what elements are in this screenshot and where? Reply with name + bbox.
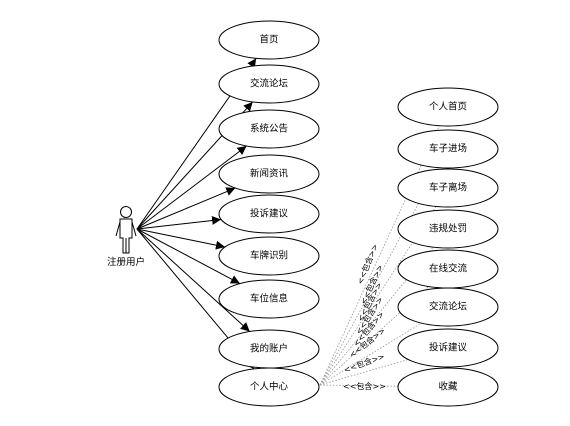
- use-case-label: 投诉建议: [429, 342, 468, 354]
- actor-right-arm: [131, 221, 137, 237]
- use-case-label: 收藏: [438, 381, 458, 393]
- use-case-ellipse: [218, 279, 320, 319]
- actor-head: [120, 206, 132, 218]
- included-use-case-p_home[interactable]: 个人首页: [397, 87, 499, 127]
- actor-label: 注册用户: [107, 256, 145, 268]
- association-notice: [136, 145, 247, 230]
- use-case-label: 我的账户: [250, 343, 288, 355]
- included-use-case-p_forum[interactable]: 交流论坛: [397, 287, 499, 327]
- use-case-ellipse: [397, 287, 499, 327]
- use-case-center[interactable]: 个人中心: [218, 367, 320, 407]
- use-case-label: 系统公告: [250, 123, 288, 135]
- association-news: [136, 187, 236, 230]
- use-case-label: 个人首页: [429, 101, 467, 113]
- use-case-ellipse: [218, 367, 320, 407]
- use-case-label: 交流论坛: [250, 78, 289, 90]
- include-line-p_fav: [319, 384, 399, 387]
- use-case-label: 个人中心: [250, 381, 289, 393]
- use-case-ellipse: [218, 194, 320, 234]
- included-use-case-p_complaint[interactable]: 投诉建议: [397, 328, 499, 368]
- included-use-case-p_fav[interactable]: 收藏: [397, 367, 499, 407]
- included-use-case-p_chat[interactable]: 在线交流: [397, 249, 499, 289]
- included-use-case-p_out[interactable]: 车子离场: [397, 168, 499, 208]
- use-case-plate[interactable]: 车牌识别: [218, 236, 320, 276]
- use-case-news[interactable]: 新闻资讯: [218, 154, 320, 194]
- use-case-ellipse: [397, 209, 499, 249]
- use-case-label: 新闻资讯: [250, 168, 289, 180]
- association-complaint: [136, 215, 222, 230]
- include-stereotype-label: <<包含>>: [343, 381, 386, 391]
- actor-user[interactable]: 注册用户: [107, 206, 145, 269]
- association-account: [136, 228, 251, 332]
- use-case-label: 交流论坛: [429, 301, 468, 313]
- use-case-ellipse: [397, 168, 499, 208]
- use-case-ellipse: [218, 64, 320, 104]
- use-case-ellipse: [397, 129, 499, 169]
- use-case-label: 车牌识别: [250, 250, 288, 262]
- use-case-label: 车子离场: [429, 182, 467, 194]
- use-case-space[interactable]: 车位信息: [218, 279, 320, 319]
- use-case-account[interactable]: 我的账户: [218, 329, 320, 369]
- association-plate: [136, 228, 226, 250]
- include-stereotype-labels: <<包含>><<包含>><<包含>><<包含>><<包含>><<包含>><<包含…: [342, 242, 387, 391]
- included-use-case-p_violation[interactable]: 违规处罚: [397, 209, 499, 249]
- use-case-ellipse: [218, 20, 320, 60]
- use-case-label: 投诉建议: [250, 208, 289, 220]
- actor-body: [119, 218, 133, 254]
- included-use-case-p_in[interactable]: 车子进场: [397, 129, 499, 169]
- include-line-p_home: [319, 125, 440, 386]
- use-case-label: 首页: [259, 34, 278, 46]
- include-line-p_forum: [319, 322, 422, 386]
- include-line-p_in: [319, 167, 439, 386]
- use-case-ellipse: [218, 154, 320, 194]
- use-case-label: 车位信息: [250, 293, 288, 305]
- use-case-ellipse: [397, 87, 499, 127]
- association-space: [136, 228, 241, 284]
- include-line-p_complaint: [319, 359, 409, 386]
- actor-left-arm: [115, 221, 121, 237]
- use-case-complaint[interactable]: 投诉建议: [218, 194, 320, 234]
- use-case-ellipse: [397, 367, 499, 407]
- use-case-label: 在线交流: [429, 263, 468, 275]
- use-case-label: 违规处罚: [429, 223, 467, 235]
- use-case-ellipse: [218, 236, 320, 276]
- use-case-ellipse: [397, 328, 499, 368]
- use-case-notice[interactable]: 系统公告: [218, 109, 320, 149]
- use-case-label: 车子进场: [429, 143, 467, 155]
- use-case-forum[interactable]: 交流论坛: [218, 64, 320, 104]
- use-case-ellipse: [218, 109, 320, 149]
- use-case-home[interactable]: 首页: [218, 20, 320, 60]
